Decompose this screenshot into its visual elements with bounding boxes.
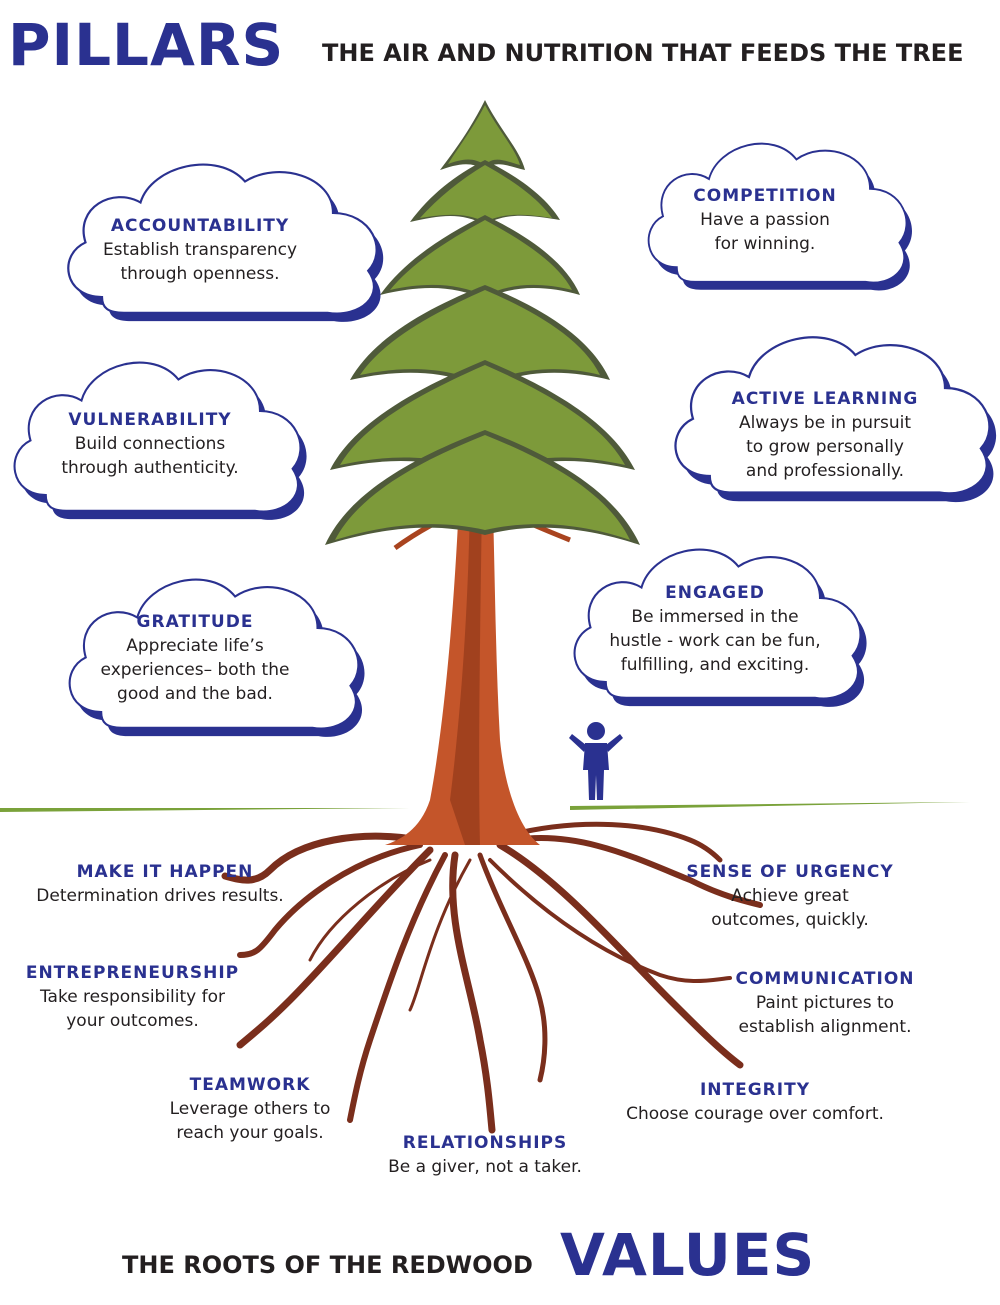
pillar-gratitude: GRATITUDE Appreciate life’s experiences–… [65, 610, 325, 706]
pillar-title: ACCOUNTABILITY [110, 216, 290, 236]
value-desc-line: Be a giver, not a taker. [388, 1157, 582, 1177]
value-communication: COMMUNICATION Paint pictures to establis… [715, 967, 935, 1039]
value-integrity: INTEGRITY Choose courage over comfort. [595, 1078, 915, 1126]
pillar-active-learning: ACTIVE LEARNING Always be in pursuit to … [680, 387, 970, 483]
value-title: SENSE OF URGENCY [686, 862, 894, 882]
pillar-competition: COMPETITION Have a passion for winning. [650, 184, 880, 256]
pillar-vulnerability: VULNERABILITY Build connections through … [15, 408, 285, 480]
roots [221, 821, 763, 1134]
value-title: INTEGRITY [699, 1080, 811, 1100]
pillar-desc-line: Build connections [74, 434, 226, 454]
pillar-desc-line: Be immersed in the [631, 607, 799, 627]
value-desc-line: Paint pictures to [755, 993, 895, 1013]
value-relationships: RELATIONSHIPS Be a giver, not a taker. [360, 1131, 610, 1179]
value-title: MAKE IT HAPPEN [76, 862, 254, 882]
value-desc-line: Determination drives results. [36, 886, 284, 906]
trunk [385, 480, 540, 845]
foliage [325, 100, 640, 545]
pillar-title: VULNERABILITY [68, 410, 232, 430]
trunk-shading [450, 500, 482, 845]
value-title: TEAMWORK [189, 1075, 311, 1095]
pillar-desc-line: hustle - work can be fun, [609, 631, 821, 651]
value-title: ENTREPRENEURSHIP [25, 963, 240, 983]
value-desc-line: reach your goals. [176, 1123, 324, 1143]
value-teamwork: TEAMWORK Leverage others to reach your g… [145, 1073, 355, 1145]
ground-right [570, 802, 970, 810]
person-figure [569, 722, 623, 800]
value-title: COMMUNICATION [735, 969, 915, 989]
value-sense-of-urgency: SENSE OF URGENCY Achieve great outcomes,… [665, 860, 915, 932]
pillar-desc-line: good and the bad. [117, 684, 273, 704]
value-desc-line: establish alignment. [738, 1017, 912, 1037]
value-desc-line: your outcomes. [66, 1011, 199, 1031]
value-desc-line: Leverage others to [169, 1099, 331, 1119]
pillar-desc-line: experiences– both the [100, 660, 290, 680]
value-desc-line: Achieve great [731, 886, 849, 906]
value-entrepreneurship: ENTREPRENEURSHIP Take responsibility for… [10, 961, 255, 1033]
ground-left [0, 808, 410, 812]
pillar-engaged: ENGAGED Be immersed in the hustle - work… [570, 581, 860, 677]
pillar-desc-line: Always be in pursuit [738, 413, 912, 433]
value-desc-line: Take responsibility for [39, 987, 226, 1007]
pillar-desc-line: Have a passion [700, 210, 830, 230]
pillar-title: ENGAGED [665, 583, 765, 603]
pillar-desc-line: fulfilling, and exciting. [620, 655, 810, 675]
pillar-desc-line: to grow personally [746, 437, 904, 457]
pillar-desc-line: for winning. [714, 234, 816, 254]
pillar-desc-line: through authenticity. [61, 458, 239, 478]
pillar-desc-line: through openness. [120, 264, 280, 284]
value-desc-line: outcomes, quickly. [711, 910, 869, 930]
pillar-title: COMPETITION [693, 186, 837, 206]
pillar-desc-line: Establish transparency [102, 240, 298, 260]
values-subtitle: THE ROOTS OF THE REDWOOD [122, 1251, 533, 1279]
pillar-title: GRATITUDE [136, 612, 254, 632]
values-heading: VALUES [560, 1221, 816, 1289]
pillar-title: ACTIVE LEARNING [731, 389, 919, 409]
pillar-desc-line: Appreciate life’s [126, 636, 264, 656]
value-desc-line: Choose courage over comfort. [626, 1104, 884, 1124]
pillar-desc-line: and professionally. [745, 461, 905, 481]
pillars-subtitle: THE AIR AND NUTRITION THAT FEEDS THE TRE… [322, 39, 964, 67]
pillar-accountability: ACCOUNTABILITY Establish transparency th… [70, 214, 330, 286]
pillars-heading: PILLARS [8, 11, 285, 79]
value-make-it-happen: MAKE IT HAPPEN Determination drives resu… [10, 860, 310, 908]
value-title: RELATIONSHIPS [402, 1133, 568, 1153]
